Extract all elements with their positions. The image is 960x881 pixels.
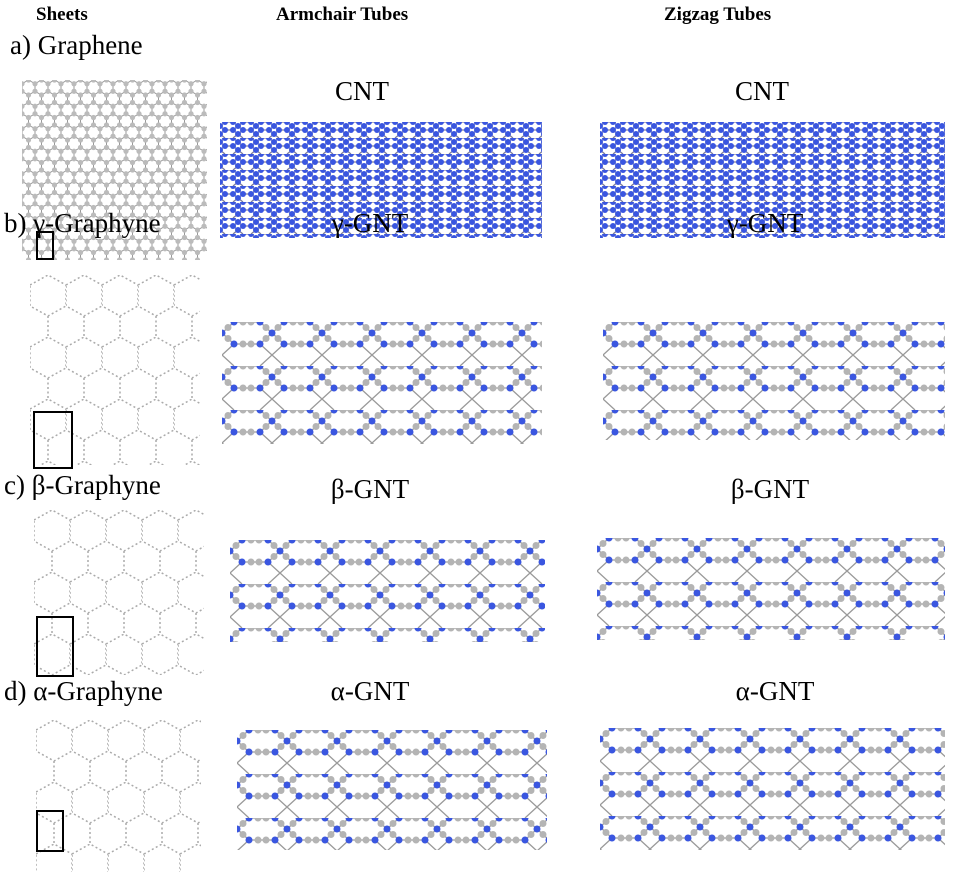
armchair-label-beta-gnt: β-GNT: [330, 474, 410, 504]
unit-cell-box: [36, 231, 54, 260]
zigzag-beta-gnt: [597, 538, 945, 640]
unit-cell-box: [36, 810, 64, 852]
unit-cell-box: [33, 411, 73, 469]
unit-cell-box: [36, 616, 74, 677]
gamma-graphyne-sheet: [30, 275, 200, 465]
zigzag-alpha-gnt: [600, 728, 945, 850]
beta-graphyne-sheet: [34, 510, 204, 675]
graphene-sheet: [22, 80, 207, 260]
header-armchair: Armchair Tubes: [276, 4, 409, 25]
zigzag-label-gamma-gnt: γ-GNT: [726, 208, 804, 238]
header-zigzag: Zigzag Tubes: [664, 4, 772, 25]
armchair-label-gamma-gnt: γ-GNT: [331, 208, 409, 238]
armchair-label-cnt: CNT: [335, 76, 389, 106]
armchair-beta-gnt: [230, 540, 545, 642]
armchair-alpha-gnt: [237, 730, 547, 850]
header-sheets: Sheets: [36, 4, 88, 25]
row-label-beta-graphyne: c) β-Graphyne: [4, 470, 161, 500]
row-label-alpha-graphyne: d) α-Graphyne: [4, 676, 163, 706]
armchair-gamma-gnt: [222, 322, 542, 444]
row-label-graphene: a) Graphene: [10, 30, 143, 60]
zigzag-gamma-gnt: [603, 322, 945, 440]
armchair-cnt: [220, 122, 542, 238]
armchair-label-alpha-gnt: α-GNT: [330, 676, 410, 706]
zigzag-cnt: [600, 122, 945, 238]
zigzag-label-alpha-gnt: α-GNT: [735, 676, 815, 706]
zigzag-label-beta-gnt: β-GNT: [730, 474, 810, 504]
zigzag-label-cnt: CNT: [735, 76, 789, 106]
row-label-gamma-graphyne: b) γ-Graphyne: [4, 208, 161, 238]
